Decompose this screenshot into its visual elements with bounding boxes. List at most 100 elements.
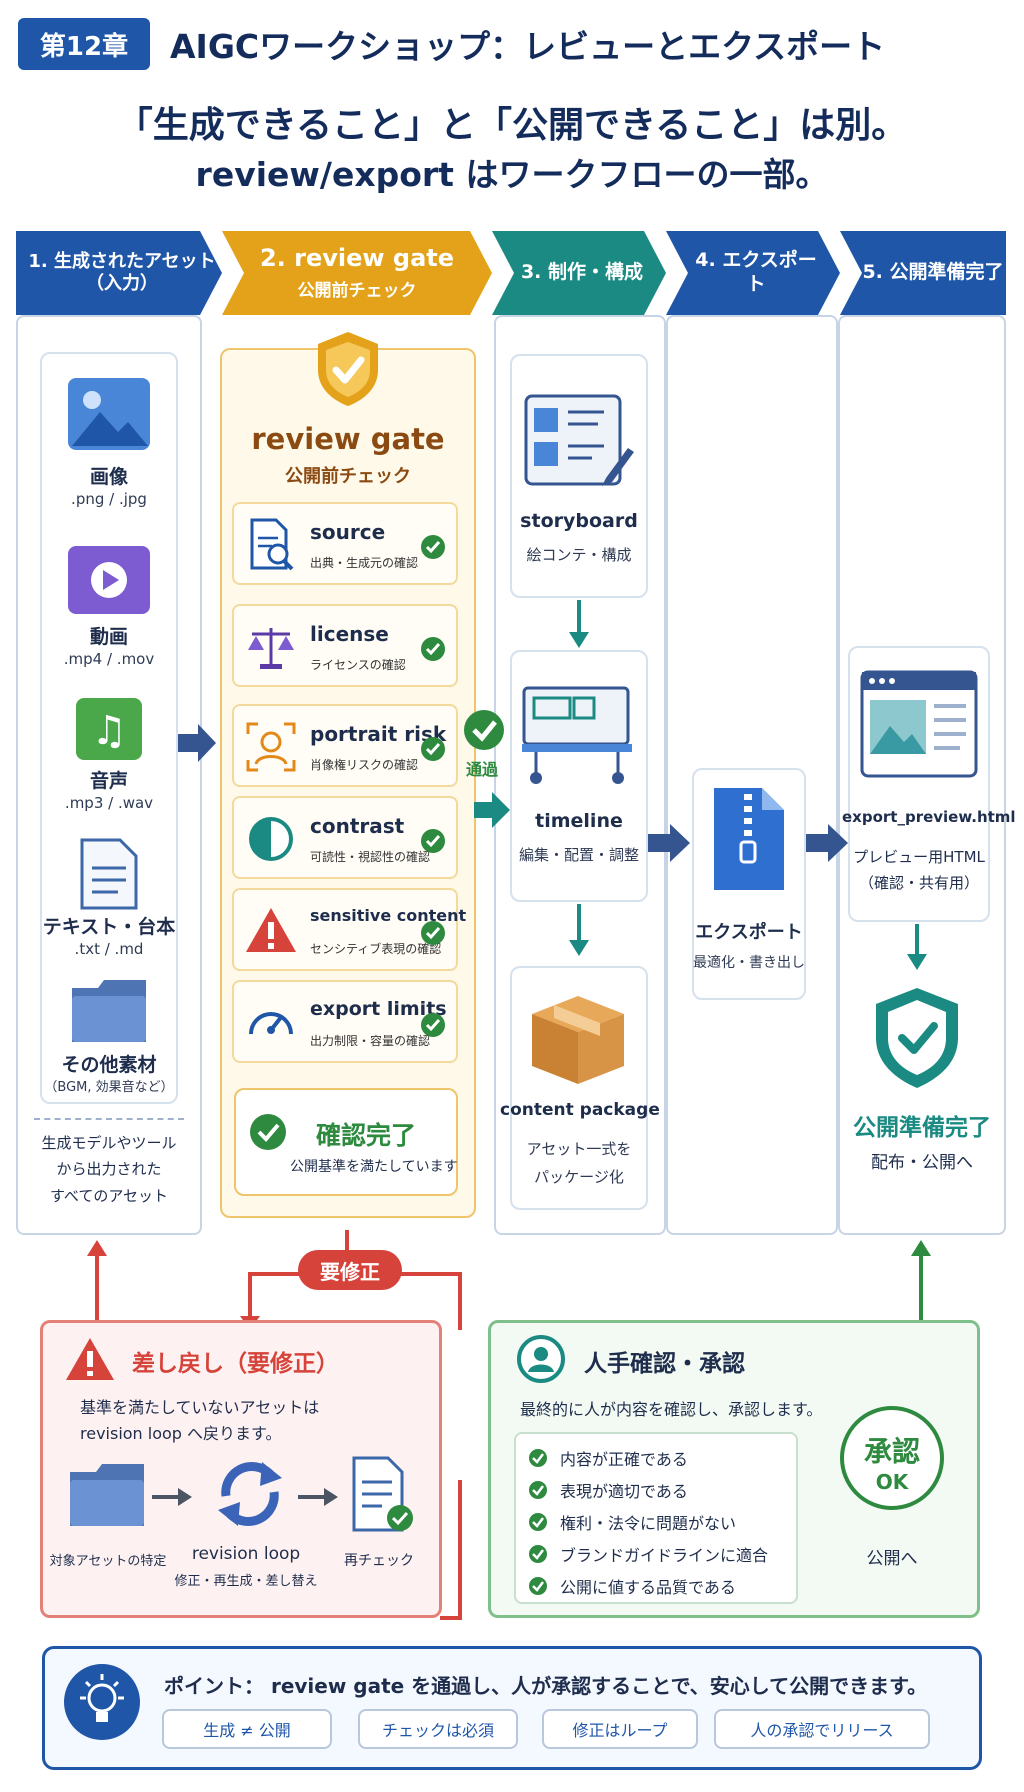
- shield-check-icon: [318, 332, 378, 406]
- point-pill: チェックは必須: [358, 1709, 518, 1749]
- gate-item-export-limits: export limits 出力制限・容量の確認: [232, 980, 458, 1063]
- stamp-sub: 公開へ: [866, 1549, 918, 1569]
- gate-item-name: sensitive content: [310, 906, 467, 925]
- ready-title: 公開準備完了: [853, 1115, 991, 1141]
- production-title: content package: [500, 1100, 660, 1120]
- approval-check-item: 表現が適切である: [528, 1478, 688, 1502]
- loop-connectors: [87, 1230, 931, 1330]
- assets-note: 生成モデルやツールから出力されたすべてのアセット: [41, 1134, 177, 1205]
- contrast-icon: [249, 817, 293, 861]
- revision-step-sub: 修正・再生成・差し替え: [174, 1574, 318, 1589]
- svg-text:♫: ♫: [91, 708, 127, 754]
- gate-item-name: contrast: [310, 814, 405, 838]
- chapter-badge: 第12章: [18, 18, 150, 70]
- revision-desc: 基準を満たしていないアセットは: [80, 1398, 320, 1417]
- production-sub: 編集・配置・調整: [518, 846, 639, 864]
- check-circle-icon: [529, 1545, 547, 1563]
- check-circle-icon: [529, 1481, 547, 1499]
- point-pill: 生成 ≠ 公開: [162, 1709, 332, 1749]
- revision-desc: revision loop へ戻ります。: [80, 1424, 282, 1443]
- gate-item-license: license ライセンスの確認: [232, 604, 458, 687]
- gate-item-contrast: contrast 可読性・視認性の確認: [232, 796, 458, 879]
- document-search-icon: [250, 518, 294, 571]
- gate-item-name: export limits: [310, 998, 447, 1020]
- fix-required-badge: 要修正: [298, 1250, 402, 1290]
- approval-check-item: 公開に値する品質である: [528, 1574, 736, 1598]
- approval-checklist: [514, 1432, 798, 1604]
- stage-5: 5. 公開準備完了: [862, 261, 1004, 284]
- production-title: storyboard: [520, 510, 638, 532]
- approval-check-item: 権利・法令に問題がない: [528, 1510, 736, 1534]
- preview-sub: プレビュー用HTML: [853, 848, 985, 866]
- gate-title: review gate: [251, 422, 445, 456]
- check-circle-icon: [421, 637, 445, 661]
- headline-2: review/export はワークフローの一部。: [195, 155, 829, 194]
- browser-icon: [860, 670, 978, 778]
- storyboard-icon: [524, 394, 634, 486]
- point-text: ポイント： review gate を通過し、人が承認することで、安心して公開で…: [164, 1674, 928, 1698]
- gauge-icon: [249, 1012, 293, 1035]
- approval-desc: 最終的に人が内容を確認し、承認します。: [520, 1400, 823, 1419]
- scale-icon: [248, 628, 294, 669]
- check-circle-icon: [529, 1513, 547, 1531]
- folder-icon: [70, 1464, 144, 1526]
- pass-label: 通過: [466, 760, 499, 779]
- gate-item-desc: センシティブ表現の確認: [310, 942, 442, 956]
- approval-stamp: [840, 1406, 944, 1510]
- timeline-icon: [522, 686, 632, 784]
- check-circle-icon: [250, 1114, 286, 1150]
- gate-item-desc: 出力制限・容量の確認: [310, 1034, 431, 1048]
- portrait-icon: [246, 722, 296, 772]
- asset-ext: （BGM, 効果音など）: [44, 1080, 174, 1095]
- production-sub: 絵コンテ・構成: [526, 546, 632, 564]
- approval-title: 人手確認・承認: [584, 1351, 745, 1377]
- gate-item-desc: 可読性・視認性の確認: [310, 850, 431, 864]
- zip-icon: [714, 788, 784, 890]
- production-sub: パッケージ化: [534, 1168, 624, 1186]
- check-circle-icon: [529, 1577, 547, 1595]
- gate-done-card: 確認完了 公開基準を満たしています: [234, 1088, 458, 1196]
- folder-icon: [72, 980, 146, 1042]
- revision-step: revision loop: [191, 1544, 301, 1564]
- revision-title: 差し戻し（要修正）: [132, 1351, 339, 1377]
- page-title: AIGCワークショップ：レビューとエクスポート: [170, 27, 886, 66]
- music-icon: ♫: [76, 698, 142, 760]
- warning-icon: [66, 1338, 114, 1380]
- gate-subtitle: 公開前チェック: [285, 466, 411, 487]
- stamp-ok: OK: [875, 1470, 909, 1494]
- flow-arrow-down: [907, 924, 927, 970]
- export-sub: 最適化・書き出し: [693, 955, 805, 971]
- check-circle-icon: [421, 1013, 445, 1037]
- refresh-icon: [218, 1462, 282, 1526]
- flow-arrow: [474, 792, 510, 828]
- check-circle-icon: [421, 921, 445, 945]
- asset-ext: .mp4 / .mov: [63, 650, 155, 668]
- shield-check-icon: [876, 988, 958, 1088]
- gate-item-sensitive-content: sensitive content センシティブ表現の確認: [232, 888, 466, 971]
- arrow-right-icon: [298, 1488, 338, 1506]
- point-pill: 人の承認でリリース: [714, 1709, 930, 1749]
- gate-item-source: source 出典・生成元の確認: [232, 502, 458, 585]
- flow-arrow: [178, 724, 216, 762]
- arrow-right-icon: [152, 1488, 192, 1506]
- asset-label: 音声: [89, 770, 128, 792]
- asset-ext: .mp3 / .wav: [64, 794, 154, 812]
- stage-4: 4. エクスポート: [695, 249, 817, 295]
- pass-check-icon: [464, 710, 504, 750]
- ready-sub: 配布・公開へ: [871, 1153, 973, 1173]
- user-icon: [517, 1335, 565, 1383]
- gate-done-sub: 公開基準を満たしています: [290, 1159, 458, 1175]
- production-title: timeline: [535, 810, 623, 832]
- headline-1: 「生成できること」と「公開できること」は別。: [116, 105, 908, 146]
- document-check-icon: [352, 1456, 413, 1532]
- gate-done-title: 確認完了: [316, 1121, 417, 1150]
- export-title: エクスポート: [695, 922, 803, 943]
- gate-item-name: license: [310, 622, 389, 646]
- gate-item-desc: ライセンスの確認: [310, 658, 406, 672]
- document-icon: [80, 838, 138, 910]
- gate-item-portrait-risk: portrait risk 肖像権リスクの確認: [232, 704, 458, 787]
- check-circle-icon: [421, 535, 445, 559]
- gate-item-desc: 肖像権リスクの確認: [310, 758, 419, 772]
- stage-chevrons: [16, 231, 1006, 315]
